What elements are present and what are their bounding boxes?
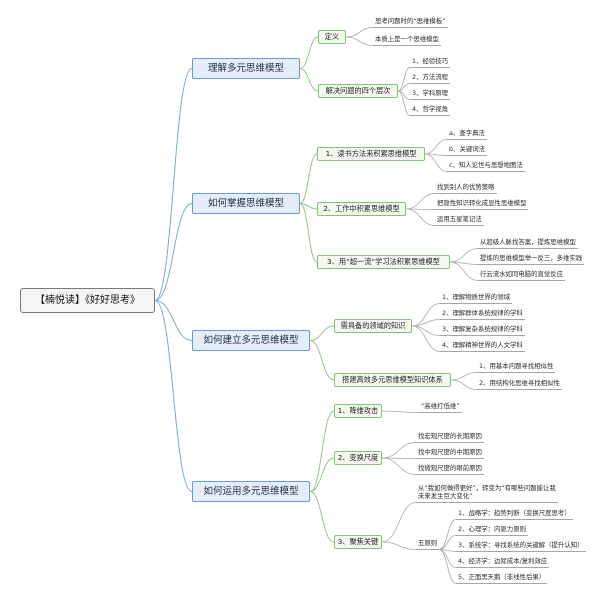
detail-topic: 1、用基本问题寻找相似性	[477, 362, 556, 373]
detail-topic: 3、学科原理	[410, 89, 451, 100]
detail-topic: 把隐性知识转化成显性思维模型	[435, 199, 529, 210]
connector-line	[450, 379, 478, 390]
subtopic: 2、变换尺度	[334, 451, 382, 465]
subtopic: 定义	[318, 30, 346, 44]
connector-line	[154, 68, 193, 301]
connector-line	[397, 83, 411, 92]
subtopic: 3、聚焦关键	[334, 535, 382, 549]
main-topic: 如何建立多元思维模型	[192, 330, 310, 351]
connector-line	[381, 457, 417, 475]
connector-line	[299, 203, 318, 263]
connector-line	[381, 442, 417, 459]
connector-line	[411, 303, 441, 327]
detail-topic: 找到别人的优势策略	[435, 183, 497, 194]
detail-topic: 思考问题时的“思维模板”	[373, 17, 448, 28]
main-topic: 如何掌握思维模型	[192, 193, 300, 214]
detail-topic: 从“我如何做得更好”，转变为“有哪些问题能让我未来发生巨大变化”	[416, 484, 558, 503]
subtopic: 3、用“超一流”学习法积累思维模型	[317, 255, 450, 269]
detail-topic: 找微观尺度的眼前原因	[416, 464, 484, 475]
connector-line	[309, 491, 335, 543]
detail-topic: 从超级人脉找答案，提炼思维模型	[478, 238, 578, 249]
connector-line	[405, 193, 436, 210]
connector-line	[154, 300, 193, 341]
connector-line	[154, 300, 193, 492]
detail-topic: 2、心理学：内驱力原则	[456, 525, 528, 536]
detail-topic: 1、战略学：趋势判断（变换尺度思考）	[456, 509, 573, 520]
detail-topic: 2、用结构化思维寻找相似性	[477, 379, 562, 390]
detail-topic: 五原则	[416, 539, 440, 550]
detail-topic: 2、理解群体系统规律的学科	[440, 309, 525, 320]
detail-topic: 2、方法流程	[410, 73, 451, 84]
detail-topic: 1、理解物质世界的领域	[440, 293, 512, 304]
detail-topic: 4、理解精神世界的人文学科	[440, 341, 525, 352]
connector-line	[424, 153, 448, 172]
detail-topic: b、关键词法	[447, 145, 488, 156]
connector-line	[345, 36, 374, 46]
subtopic: 1、读书方法来积累思维模型	[317, 147, 425, 161]
connector-line	[439, 549, 457, 568]
connector-line	[154, 203, 193, 301]
connector-line	[309, 410, 335, 492]
connector-line	[345, 27, 374, 38]
connector-line	[449, 248, 479, 263]
subtopic: 搭建高效多元思维模型知识体系	[334, 373, 451, 387]
detail-topic: 提炼的思维模型举一反三，多维实践	[478, 254, 585, 265]
central-topic: 【楠悦读】《好好思考》	[20, 288, 155, 313]
connector-line	[397, 67, 411, 92]
subtopic: 解决问题的四个层次	[318, 84, 398, 98]
connector-line	[299, 153, 318, 204]
detail-topic: 3、理解复杂系统规律的学科	[440, 325, 525, 336]
detail-topic: 4、经济学：边际成本/复利效应	[456, 557, 550, 568]
connector-line	[405, 208, 436, 226]
connector-line	[439, 519, 457, 550]
subtopic: 2、工作中积累思维模型	[317, 202, 406, 216]
detail-topic: 行云流水如同电脑的直觉反应	[478, 270, 566, 281]
connector-line	[381, 502, 417, 543]
detail-topic: c、知人论世与思想地图法	[447, 161, 525, 172]
detail-topic: 3、系统学：寻找系统的关键解（提升认知）	[456, 541, 586, 552]
connector-line	[439, 549, 457, 584]
detail-topic: 本质上是一个思维模型	[373, 35, 441, 46]
connector-line	[449, 261, 479, 281]
detail-topic: “高维打低维”	[419, 402, 462, 413]
main-topic: 如何运用多元思维模型	[192, 481, 310, 502]
connector-line	[424, 139, 448, 155]
connector-line	[309, 325, 335, 341]
connector-line	[411, 319, 441, 327]
connector-line	[381, 410, 420, 413]
main-topic: 理解多元思维模型	[192, 58, 300, 79]
connector-line	[397, 90, 411, 116]
connector-line	[381, 541, 417, 550]
detail-topic: 4、哲学视角	[410, 105, 451, 116]
detail-topic: a、查字典法	[447, 129, 487, 140]
connector-line	[411, 325, 441, 352]
connector-line	[299, 68, 319, 92]
connector-line	[450, 372, 478, 381]
detail-topic: 运用五星笔记法	[435, 215, 484, 226]
detail-topic: 找中观尺度的中期原因	[416, 448, 484, 459]
connector-line	[299, 36, 319, 69]
detail-topic: 1、经验技巧	[410, 57, 451, 68]
connector-line	[299, 203, 318, 210]
detail-topic: 5、正面黑天鹅（非线性后果）	[456, 573, 548, 584]
subtopic: 需具备的领域的知识	[334, 319, 412, 333]
connector-line	[439, 535, 457, 550]
connector-line	[309, 457, 335, 492]
connector-line	[411, 325, 441, 336]
connector-line	[309, 340, 335, 381]
subtopic: 1、降维攻击	[334, 404, 382, 418]
detail-topic: 找宏观尺度的长期原因	[416, 432, 484, 443]
